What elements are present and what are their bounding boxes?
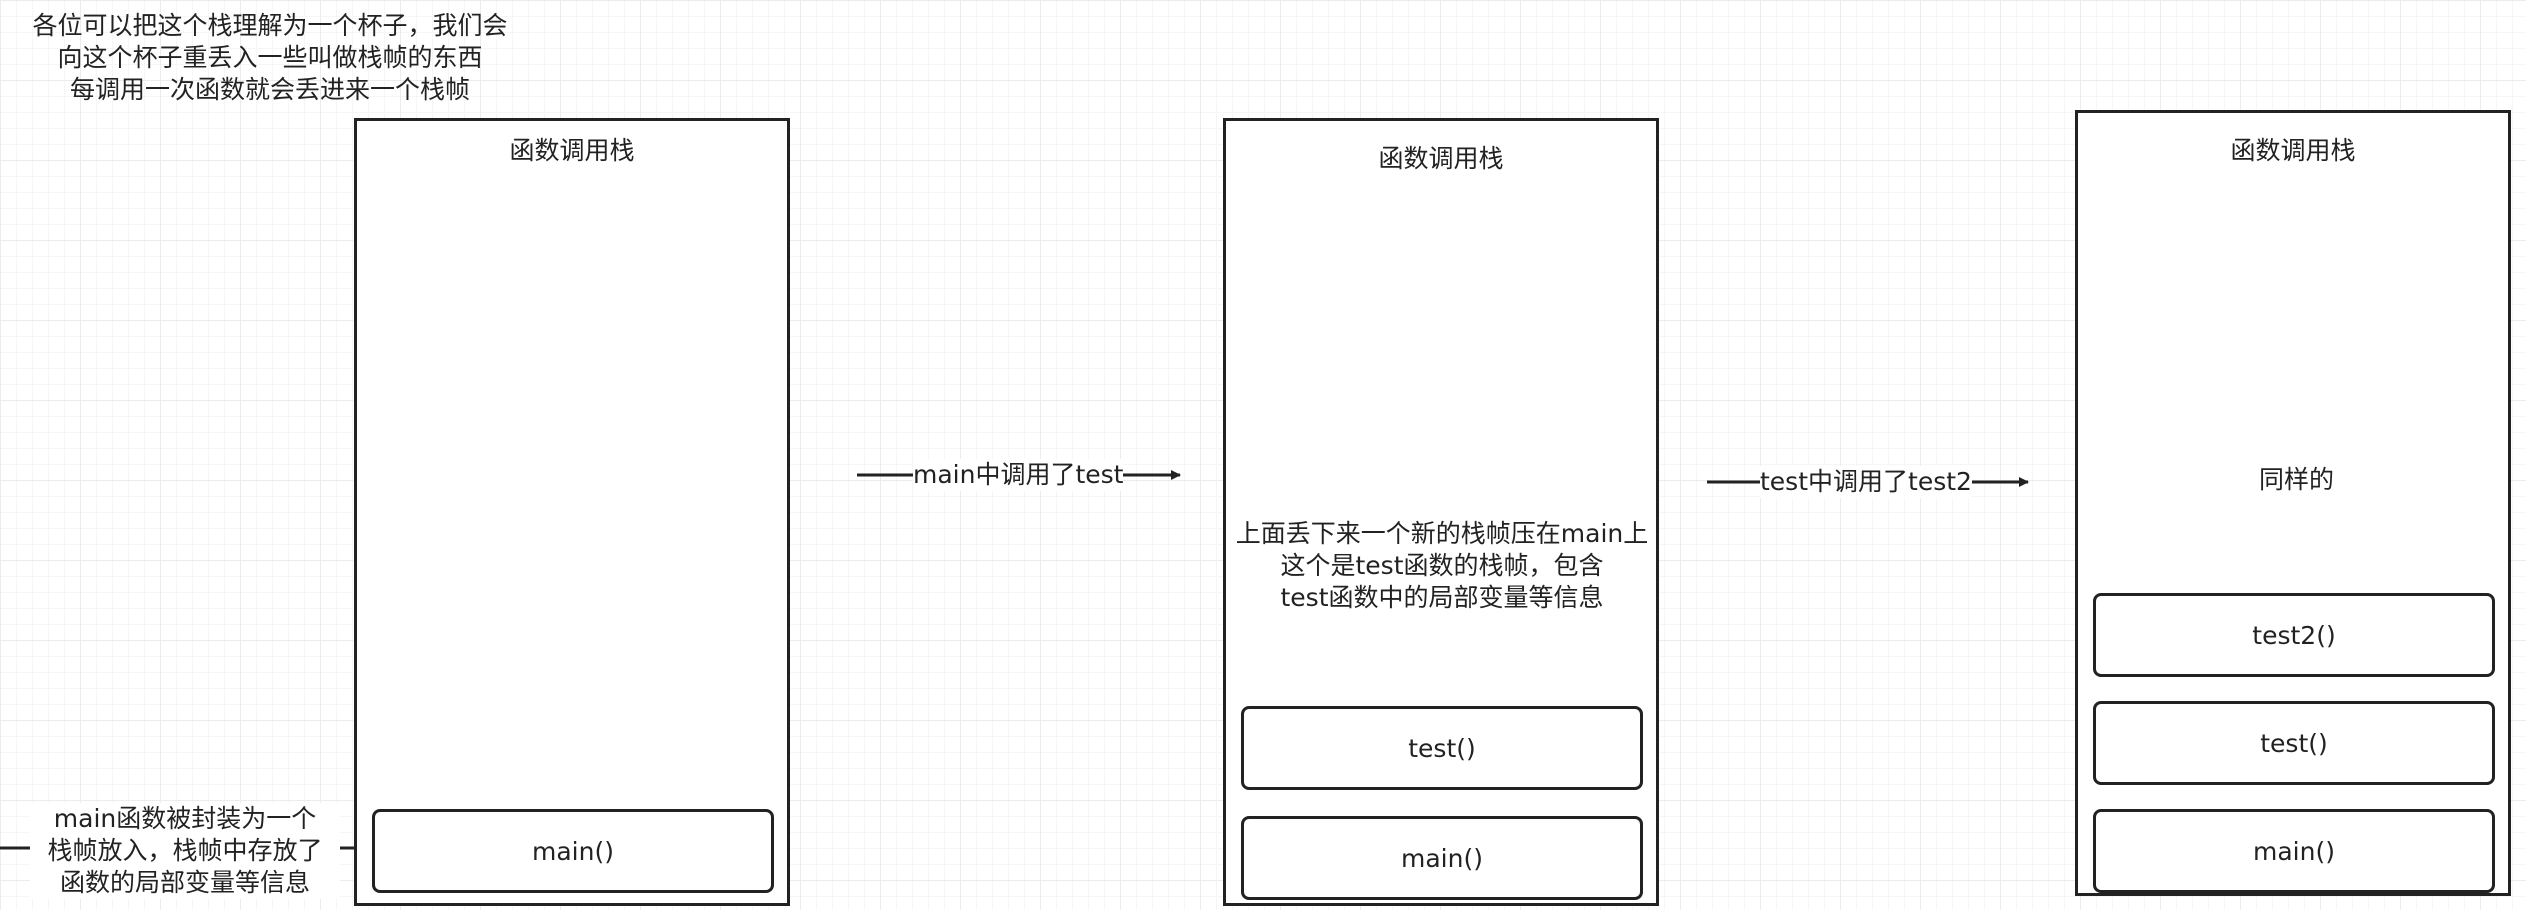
push-note-line: test函数中的局部变量等信息 — [1280, 583, 1604, 612]
intro-note-line: 每调用一次函数就会丢进来一个栈帧 — [69, 75, 470, 104]
stack-frame-main: main() — [372, 809, 774, 893]
push-note-line: 上面丢下来一个新的栈帧压在main上 — [1235, 519, 1649, 548]
stack-title: 函数调用栈 — [509, 136, 635, 165]
stack-frame-main: main() — [2093, 809, 2495, 893]
intro-note: 各位可以把这个栈理解为一个杯子，我们会 向这个杯子重丢入一些叫做栈帧的东西 每调… — [10, 10, 530, 106]
main-note-line: main函数被封装为一个 — [53, 804, 317, 833]
stack-frame-test: test() — [2093, 701, 2495, 785]
main-note-line: 栈帧放入，栈帧中存放了 — [47, 836, 323, 865]
intro-note-line: 向这个杯子重丢入一些叫做栈帧的东西 — [57, 43, 483, 72]
call-stack-1: 函数调用栈 main() — [354, 118, 790, 906]
stack-frame-test2: test2() — [2093, 593, 2495, 677]
call-stack-2: 函数调用栈 test() main() — [1223, 118, 1659, 906]
transition-label-2: test中调用了test2 — [1760, 466, 1972, 498]
main-note-line: 函数的局部变量等信息 — [59, 868, 310, 897]
stack-frame-test: test() — [1241, 706, 1643, 790]
main-frame-note: main函数被封装为一个 栈帧放入，栈帧中存放了 函数的局部变量等信息 — [30, 803, 340, 899]
push-note-1: 上面丢下来一个新的栈帧压在main上 这个是test函数的栈帧，包含 test函… — [1228, 516, 1656, 616]
transition-label-1: main中调用了test — [913, 459, 1124, 491]
push-note-2: 同样的 — [2255, 462, 2339, 498]
push-note-line: 这个是test函数的栈帧，包含 — [1280, 551, 1604, 580]
stack-title: 函数调用栈 — [2230, 136, 2356, 165]
intro-note-line: 各位可以把这个栈理解为一个杯子，我们会 — [32, 11, 508, 40]
stack-frame-main: main() — [1241, 816, 1643, 900]
stack-title: 函数调用栈 — [1378, 144, 1504, 173]
call-stack-3: 函数调用栈 test2() test() main() — [2075, 110, 2511, 896]
